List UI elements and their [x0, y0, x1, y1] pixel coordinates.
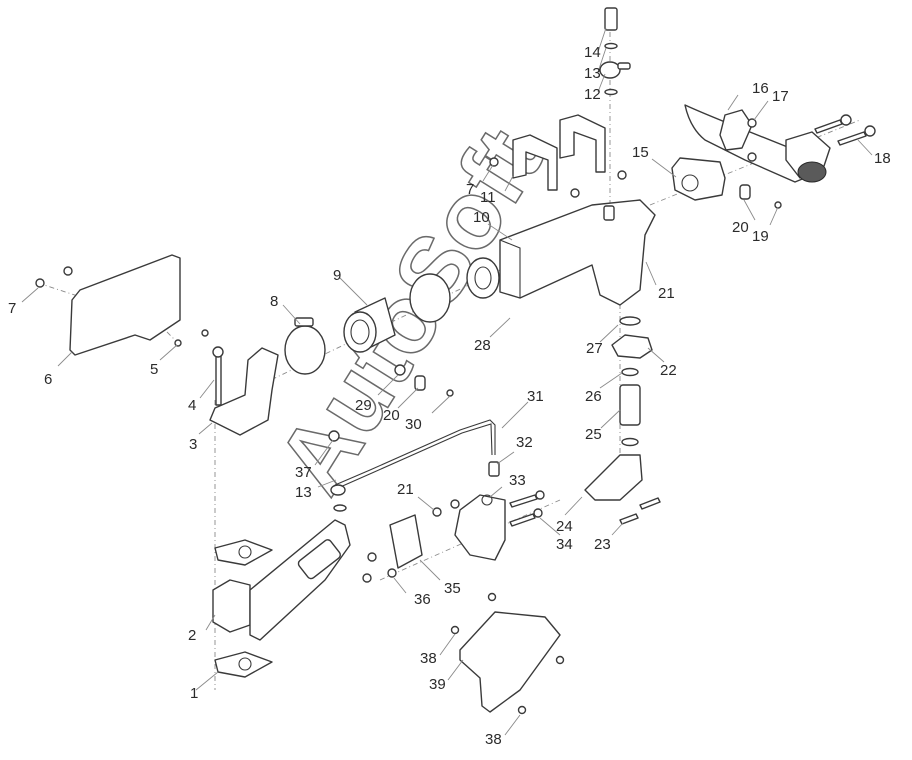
callout-27: 27 — [586, 340, 603, 357]
callout-29: 29 — [355, 397, 372, 414]
bolts-18 — [814, 114, 876, 146]
actuator-mount — [212, 519, 351, 678]
callout-8: 8 — [270, 293, 278, 310]
callout-21: 21 — [658, 285, 675, 302]
callout-7: 7 — [466, 181, 474, 198]
callout-6: 6 — [44, 371, 52, 388]
callout-33: 33 — [509, 472, 526, 489]
callout-4: 4 — [188, 397, 196, 414]
elbow-and-bolt — [209, 346, 279, 436]
callout-11: 11 — [480, 189, 496, 206]
callout-25: 25 — [585, 426, 602, 443]
callout-39: 39 — [429, 676, 446, 693]
lower-heat-shield — [450, 592, 565, 715]
sensor-tube — [328, 419, 500, 512]
callout-31: 31 — [527, 388, 544, 405]
callout-23: 23 — [594, 536, 611, 553]
callout-38: 38 — [420, 650, 437, 667]
lower-pipe-stack — [584, 316, 661, 525]
leader-lines — [21, 27, 873, 736]
callout-37: 37 — [295, 464, 312, 481]
clip-and-screw — [739, 184, 782, 209]
callout-35: 35 — [444, 580, 461, 597]
callout-13: 13 — [584, 65, 601, 82]
callout-32: 32 — [516, 434, 533, 451]
callout-20: 20 — [383, 407, 400, 424]
callout-20: 20 — [732, 219, 749, 236]
callout-16: 16 — [752, 80, 769, 97]
callout-36: 36 — [414, 591, 431, 608]
callout-24: 24 — [556, 518, 573, 535]
callout-34: 34 — [556, 536, 573, 553]
flange-block — [671, 157, 726, 201]
callout-17: 17 — [772, 88, 789, 105]
callout-13: 13 — [295, 484, 312, 501]
egr-pipe — [684, 104, 831, 183]
callout-28: 28 — [474, 337, 491, 354]
heat-shield-plate — [35, 254, 209, 356]
egr-cooler — [499, 199, 656, 306]
callout-10: 10 — [473, 209, 490, 226]
callout-1: 1 — [190, 685, 198, 702]
brackets — [489, 114, 627, 198]
bellows-and-clamps — [284, 257, 500, 375]
callout-5: 5 — [150, 361, 158, 378]
callout-7: 7 — [8, 300, 16, 317]
callout-12: 12 — [584, 86, 601, 103]
callout-22: 22 — [660, 362, 677, 379]
callout-18: 18 — [874, 150, 891, 167]
bracket-29-30 — [394, 364, 454, 397]
valve-bolts — [432, 490, 545, 527]
callout-30: 30 — [405, 416, 422, 433]
egr-valve — [362, 494, 506, 583]
callout-19: 19 — [752, 228, 769, 245]
callout-38: 38 — [485, 731, 502, 748]
callout-26: 26 — [585, 388, 602, 405]
callout-3: 3 — [189, 436, 197, 453]
callout-15: 15 — [632, 144, 649, 161]
callouts: 14 13 12 16 17 18 15 7 11 10 20 19 9 7 8… — [8, 44, 891, 748]
callout-2: 2 — [188, 627, 196, 644]
callout-9: 9 — [333, 267, 341, 284]
callout-14: 14 — [584, 44, 601, 61]
callout-21: 21 — [397, 481, 414, 498]
